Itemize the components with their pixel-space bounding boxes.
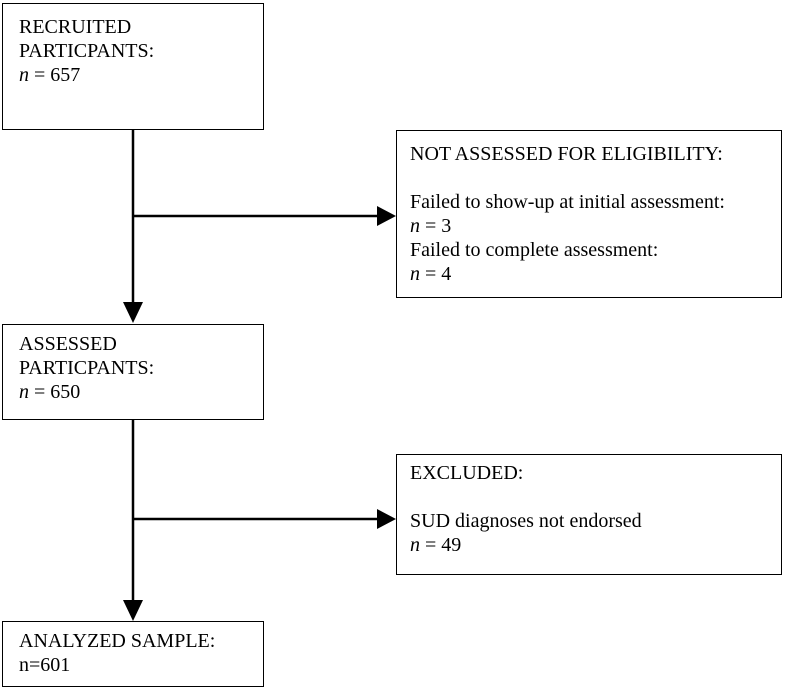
excluded-box: EXCLUDED: SUD diagnoses not endorsed n =… — [396, 454, 782, 575]
not-assessed-reason1-count: n = 3 — [410, 214, 781, 238]
assessed-count: n = 650 — [19, 380, 263, 404]
reason1-n-label: n — [410, 215, 420, 237]
recruited-participants-box: RECRUITED PARTICPANTS: n = 657 — [2, 3, 264, 130]
arrowhead-to-not-assessed — [377, 206, 396, 226]
excluded-n-label: n — [410, 534, 420, 556]
assessed-participants-box: ASSESSED PARTICPANTS: n = 650 — [2, 324, 264, 420]
assessed-title-line2: PARTICPANTS: — [19, 357, 155, 379]
recruited-n-value: = 657 — [29, 64, 81, 86]
assessed-title-line1: ASSESSED — [19, 333, 117, 355]
not-assessed-reason2: Failed to complete assessment: — [410, 239, 659, 261]
not-assessed-title: NOT ASSESSED FOR ELIGIBILITY: — [410, 143, 723, 165]
analyzed-count: n=601 — [19, 654, 71, 676]
not-assessed-box: NOT ASSESSED FOR ELIGIBILITY: Failed to … — [396, 130, 782, 298]
arrowhead-to-excluded — [377, 509, 396, 529]
not-assessed-reason1: Failed to show-up at initial assessment: — [410, 191, 725, 213]
analyzed-sample-box: ANALYZED SAMPLE: n=601 — [2, 621, 264, 687]
assessed-n-label: n — [19, 381, 29, 403]
excluded-count: n = 49 — [410, 533, 781, 557]
assessed-n-value: = 650 — [29, 381, 81, 403]
arrowhead-to-analyzed — [123, 600, 143, 621]
recruited-count: n = 657 — [19, 63, 263, 87]
not-assessed-reason2-count: n = 4 — [410, 262, 781, 286]
excluded-title: EXCLUDED: — [410, 462, 524, 484]
reason2-n-label: n — [410, 263, 420, 285]
recruited-title-line2: PARTICPANTS: — [19, 40, 155, 62]
analyzed-title: ANALYZED SAMPLE: — [19, 630, 216, 652]
recruited-title-line1: RECRUITED — [19, 16, 132, 38]
recruited-n-label: n — [19, 64, 29, 86]
arrowhead-to-assessed — [123, 302, 143, 323]
excluded-reason: SUD diagnoses not endorsed — [410, 510, 642, 532]
excluded-n-value: = 49 — [420, 534, 462, 556]
reason1-n-value: = 3 — [420, 215, 452, 237]
reason2-n-value: = 4 — [420, 263, 452, 285]
